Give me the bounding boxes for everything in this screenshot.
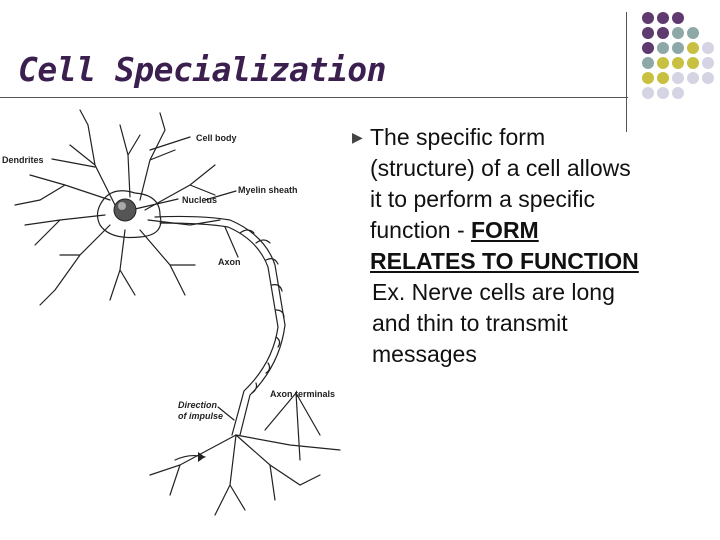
label-axon-terminals: Axon terminals — [270, 389, 335, 399]
decorative-dot — [657, 42, 669, 54]
decorative-dot — [642, 42, 654, 54]
decorative-dot — [687, 72, 699, 84]
emphasis-form: FORM — [471, 217, 539, 243]
bullet-text-block: ▶ The specific form (structure) of a cel… — [352, 122, 712, 370]
decorative-dot — [687, 42, 699, 54]
bullet-line: it to perform a specific — [370, 186, 595, 212]
example-line: Ex. Nerve cells are long — [372, 279, 615, 305]
decorative-dot — [672, 12, 684, 24]
decorative-dot — [687, 27, 699, 39]
decorative-dot — [657, 57, 669, 69]
bullet-line: (structure) of a cell allows — [370, 155, 631, 181]
decorative-dot — [672, 57, 684, 69]
decorative-dot — [642, 72, 654, 84]
decorative-dot — [702, 57, 714, 69]
decorative-dot — [642, 27, 654, 39]
decorative-dot — [657, 87, 669, 99]
triangle-bullet-icon: ▶ — [352, 129, 363, 145]
decorative-dot — [657, 27, 669, 39]
decorative-dot — [672, 27, 684, 39]
title-underline-rule — [0, 97, 628, 98]
decorative-dot — [672, 72, 684, 84]
slide-title: Cell Specialization — [18, 50, 387, 89]
decorative-dot — [642, 12, 654, 24]
decorative-dot — [702, 72, 714, 84]
decorative-dot — [657, 12, 669, 24]
label-direction-line2: of impulse — [178, 411, 223, 421]
decorative-dot — [702, 42, 714, 54]
label-cell-body: Cell body — [196, 133, 237, 143]
label-dendrites: Dendrites — [2, 155, 44, 165]
neuron-diagram: Cell body Dendrites Myelin sheath Nucleu… — [2, 109, 341, 516]
bullet-line-text: function - — [370, 217, 471, 243]
decorative-dot — [687, 57, 699, 69]
decorative-dot — [672, 87, 684, 99]
label-direction-line1: Direction — [178, 400, 218, 410]
decorative-dot — [642, 57, 654, 69]
vertical-divider — [626, 12, 627, 132]
example-line: messages — [372, 341, 477, 367]
decorative-dot — [657, 72, 669, 84]
bullet-item: ▶ The specific form (structure) of a cel… — [352, 122, 712, 277]
decorative-dot — [642, 87, 654, 99]
label-myelin-sheath: Myelin sheath — [238, 185, 298, 195]
bullet-line: function - FORM — [370, 215, 712, 246]
example-item: Ex. Nerve cells are long and thin to tra… — [352, 277, 712, 370]
label-axon: Axon — [218, 257, 241, 267]
example-line: and thin to transmit — [372, 310, 568, 336]
decorative-dot — [672, 42, 684, 54]
bullet-line: The specific form — [370, 124, 546, 150]
label-nucleus: Nucleus — [182, 195, 217, 205]
emphasis-relates-to-function: RELATES TO FUNCTION — [370, 248, 639, 274]
